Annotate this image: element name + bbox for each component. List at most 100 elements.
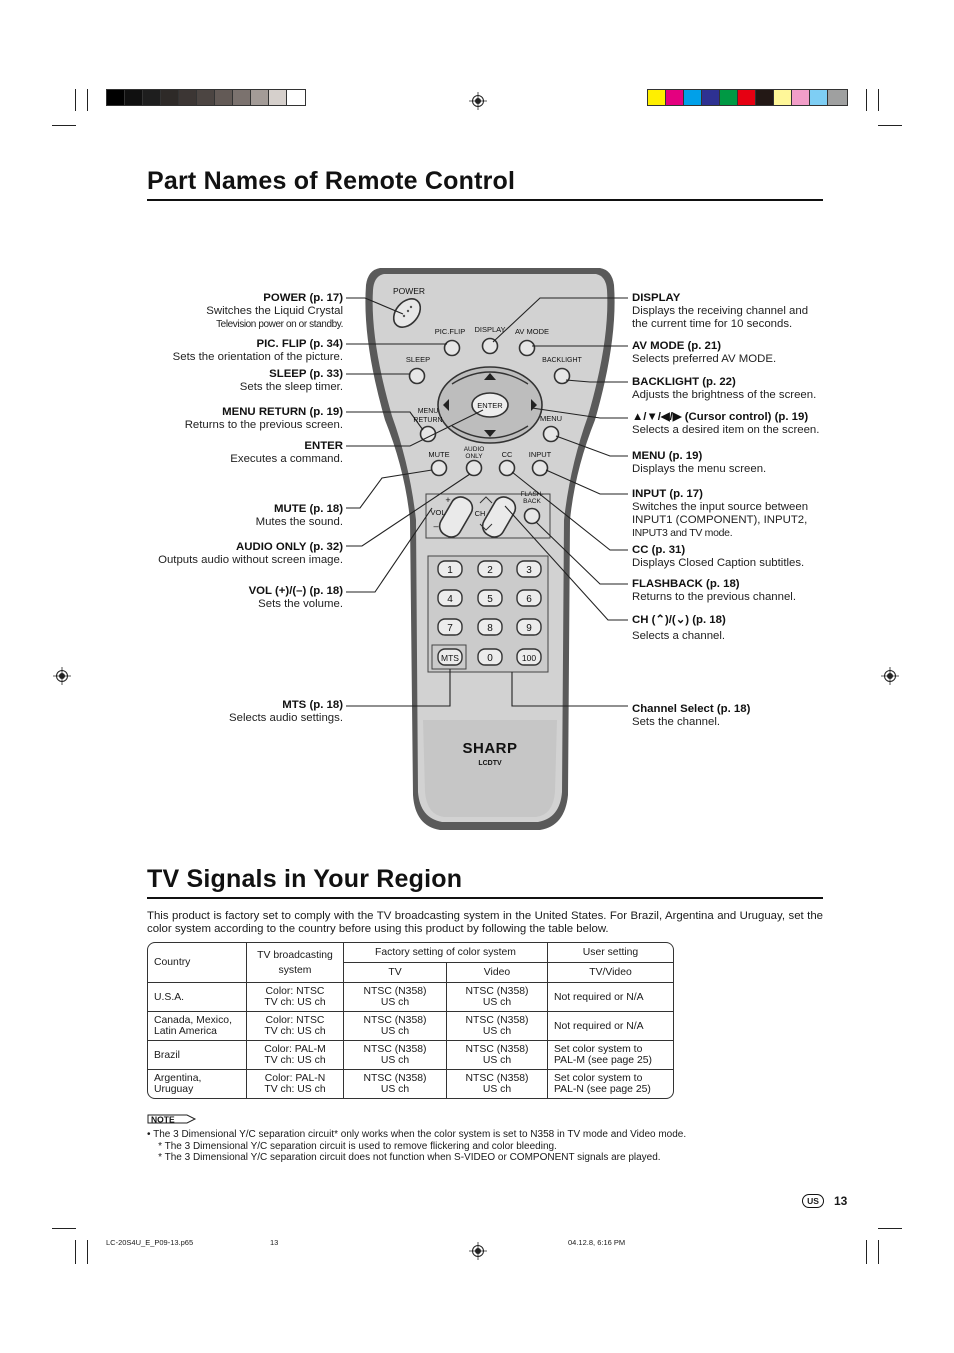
footer-file: LC-20S4U_E_P09-13.p65: [106, 1238, 194, 1247]
power-legend: POWER: [393, 286, 425, 296]
lcdtv-label: LCDTV: [478, 760, 502, 767]
avmode-legend: AV MODE: [515, 327, 549, 336]
header-tv: TV: [344, 963, 447, 983]
ch-legend: CH: [475, 509, 486, 518]
crop-mark: [866, 1240, 867, 1264]
menu-legend: MENU: [540, 414, 562, 423]
crop-mark: [878, 89, 879, 111]
registration-mark-icon: [881, 667, 899, 685]
label-menu-return: MENU RETURN (p. 19)Returns to the previo…: [184, 406, 343, 431]
label-mts: MTS (p. 18)Selects audio settings.: [229, 699, 343, 724]
label-ch: CH (⌃)/(⌄) (p. 18)Selects a channel.: [632, 614, 726, 642]
note-line: * The 3 Dimensional Y/C separation circu…: [147, 1152, 661, 1163]
crop-mark: [878, 1228, 902, 1229]
header-tvvideo: TV/Video: [548, 963, 673, 983]
audio-only-legend-2: ONLY: [465, 453, 483, 460]
svg-text:9: 9: [526, 623, 532, 634]
header-broadcast: TV broadcasting system: [247, 943, 344, 983]
svg-text:7: 7: [447, 623, 453, 634]
power-button-shape: [392, 298, 422, 328]
notes: • The 3 Dimensional Y/C separation circu…: [147, 1129, 686, 1164]
note-line: • The 3 Dimensional Y/C separation circu…: [147, 1129, 687, 1140]
sleep-legend: SLEEP: [406, 355, 430, 364]
header-user: User setting: [548, 943, 673, 963]
svg-text:5: 5: [487, 594, 493, 605]
label-mute: MUTE (p. 18)Mutes the sound.: [255, 503, 343, 528]
section-title-remote: Part Names of Remote Control: [147, 167, 516, 195]
picflip-legend: PIC.FLIP: [435, 327, 465, 336]
svg-text:MTS: MTS: [441, 653, 459, 663]
flashback-legend-2: BACK: [523, 498, 541, 505]
section-title-tv-signals: TV Signals in Your Region: [147, 865, 463, 893]
header-country: Country: [148, 943, 247, 983]
label-pic-flip: PIC. FLIP (p. 34)Sets the orientation of…: [172, 338, 343, 363]
menu-return-legend-1: MENU: [418, 408, 439, 415]
intro-paragraph: This product is factory set to comply wi…: [147, 910, 823, 935]
crop-mark: [75, 89, 76, 111]
header-video: Video: [447, 963, 548, 983]
crop-mark: [75, 1240, 76, 1264]
label-backlight: BACKLIGHT (p. 22)Adjusts the brightness …: [632, 376, 817, 401]
crop-mark: [52, 1228, 76, 1229]
svg-text:2: 2: [487, 565, 493, 576]
label-cursor-control: ▲/▼/◀/▶ (Cursor control) (p. 19)Selects …: [632, 411, 820, 436]
menu-return-legend-2: RETURN: [413, 417, 442, 424]
flashback-legend-1: FLASH-: [520, 491, 543, 498]
label-input: INPUT (p. 17)Switches the input source b…: [632, 488, 809, 539]
svg-text:4: 4: [447, 594, 453, 605]
tv-signals-table: Country TV broadcasting system Factory s…: [147, 942, 674, 1099]
label-flashback: FLASHBACK (p. 18)Returns to the previous…: [632, 578, 796, 603]
cc-legend: CC: [502, 450, 513, 459]
svg-text:NOTE: NOTE: [151, 1114, 175, 1124]
crop-mark: [52, 125, 76, 126]
registration-mark-icon: [469, 92, 487, 110]
svg-text:3: 3: [526, 565, 532, 576]
section-rule: [147, 199, 823, 201]
registration-mark-icon: [53, 667, 71, 685]
label-power: POWER (p. 17)Switches the Liquid Crystal…: [206, 292, 343, 330]
crop-mark: [866, 89, 867, 111]
note-line: * The 3 Dimensional Y/C separation circu…: [147, 1140, 557, 1152]
region-badge: US: [802, 1194, 824, 1208]
svg-text:0: 0: [487, 653, 493, 664]
section-rule: [147, 897, 823, 899]
header-factory: Factory setting of color system: [344, 943, 548, 963]
svg-text:8: 8: [487, 623, 493, 634]
display-legend: DISPLAY: [474, 325, 505, 334]
svg-text:6: 6: [526, 594, 532, 605]
note-tag-icon: NOTE: [147, 1114, 197, 1124]
enter-legend: ENTER: [477, 401, 503, 410]
footer-date: 04.12.8, 6:16 PM: [568, 1238, 626, 1247]
vol-plus-legend: +: [445, 495, 450, 505]
registration-mark-icon: [469, 1242, 487, 1260]
audio-only-legend-1: AUDIO: [464, 446, 485, 453]
vol-legend: VOL: [430, 508, 445, 517]
sharp-logo: SHARP: [462, 740, 517, 757]
crop-mark: [87, 1240, 88, 1264]
vol-minus-legend: –: [433, 521, 438, 531]
crop-mark: [878, 125, 902, 126]
footer-page: 13: [270, 1238, 279, 1247]
remote-control-diagram: POWER PIC.FLIP DISPLAY AV MODE SLEEP BAC…: [346, 268, 628, 830]
label-vol: VOL (+)/(–) (p. 18)Sets the volume.: [248, 585, 343, 610]
input-legend: INPUT: [529, 450, 552, 459]
label-cc: CC (p. 31)Displays Closed Caption subtit…: [632, 544, 805, 569]
page-number: 13: [834, 1194, 848, 1208]
label-sleep: SLEEP (p. 33)Sets the sleep timer.: [239, 368, 343, 393]
crop-mark: [878, 1240, 879, 1264]
crop-mark: [87, 89, 88, 111]
label-av-mode: AV MODE (p. 21)Selects preferred AV MODE…: [632, 340, 777, 365]
label-menu: MENU (p. 19)Displays the menu screen.: [632, 450, 767, 475]
mute-legend: MUTE: [428, 450, 449, 459]
backlight-legend: BACKLIGHT: [542, 357, 582, 364]
label-channel-select: Channel Select (p. 18)Sets the channel.: [632, 703, 751, 728]
svg-text:100: 100: [522, 653, 536, 663]
svg-text:1: 1: [447, 565, 453, 576]
label-audio-only: AUDIO ONLY (p. 32)Outputs audio without …: [158, 541, 343, 566]
table-row: Canada, Mexico, Latin America Color: NTS…: [148, 1012, 673, 1041]
